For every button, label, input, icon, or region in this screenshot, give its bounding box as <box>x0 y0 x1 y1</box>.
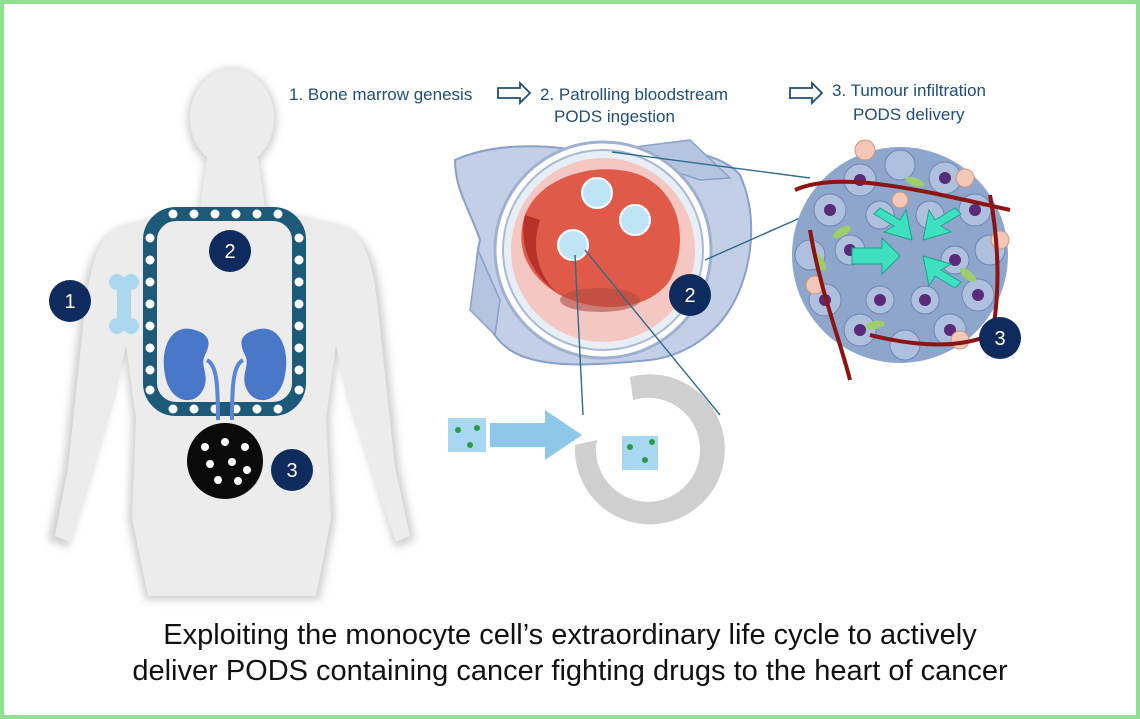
badge-3-body: 3 <box>271 449 313 491</box>
svg-text:1: 1 <box>64 291 75 313</box>
step-arrow-icon <box>497 80 532 106</box>
tumour-icon <box>792 139 1011 381</box>
caption: Exploiting the monocyte cell’s extraordi… <box>0 617 1140 689</box>
step1-label: 1. Bone marrow genesis <box>289 85 472 104</box>
bone-icon <box>109 274 139 334</box>
step-arrow-icon <box>789 80 824 106</box>
svg-text:2: 2 <box>224 241 235 263</box>
ingestion-arrow <box>490 410 582 460</box>
svg-text:3: 3 <box>994 328 1005 350</box>
monocyte-icon <box>574 374 725 525</box>
blood-vessel-icon <box>453 139 753 366</box>
svg-text:2: 2 <box>684 285 695 307</box>
step3-label-line1: 3. Tumour infiltration <box>832 81 986 100</box>
badge-1: 1 <box>49 280 91 322</box>
step3-label-line2: PODS delivery <box>853 105 965 124</box>
badge-2-body: 2 <box>209 230 251 272</box>
human-silhouette-icon <box>48 68 415 600</box>
caption-line2: deliver PODS containing cancer fighting … <box>132 655 1008 687</box>
badge-2-vessel: 2 <box>669 274 711 316</box>
kidneys-icon <box>163 328 287 421</box>
zoom-lines <box>574 151 811 416</box>
step2-label-line1: 2. Patrolling bloodstream <box>540 85 728 104</box>
caption-line1: Exploiting the monocyte cell’s extraordi… <box>163 619 977 651</box>
pod-icon <box>448 418 486 452</box>
svg-text:3: 3 <box>286 460 297 482</box>
badge-3-tumour: 3 <box>979 317 1021 359</box>
step2-label-line2: PODS ingestion <box>554 107 675 126</box>
body-tumour-icon <box>187 423 263 499</box>
